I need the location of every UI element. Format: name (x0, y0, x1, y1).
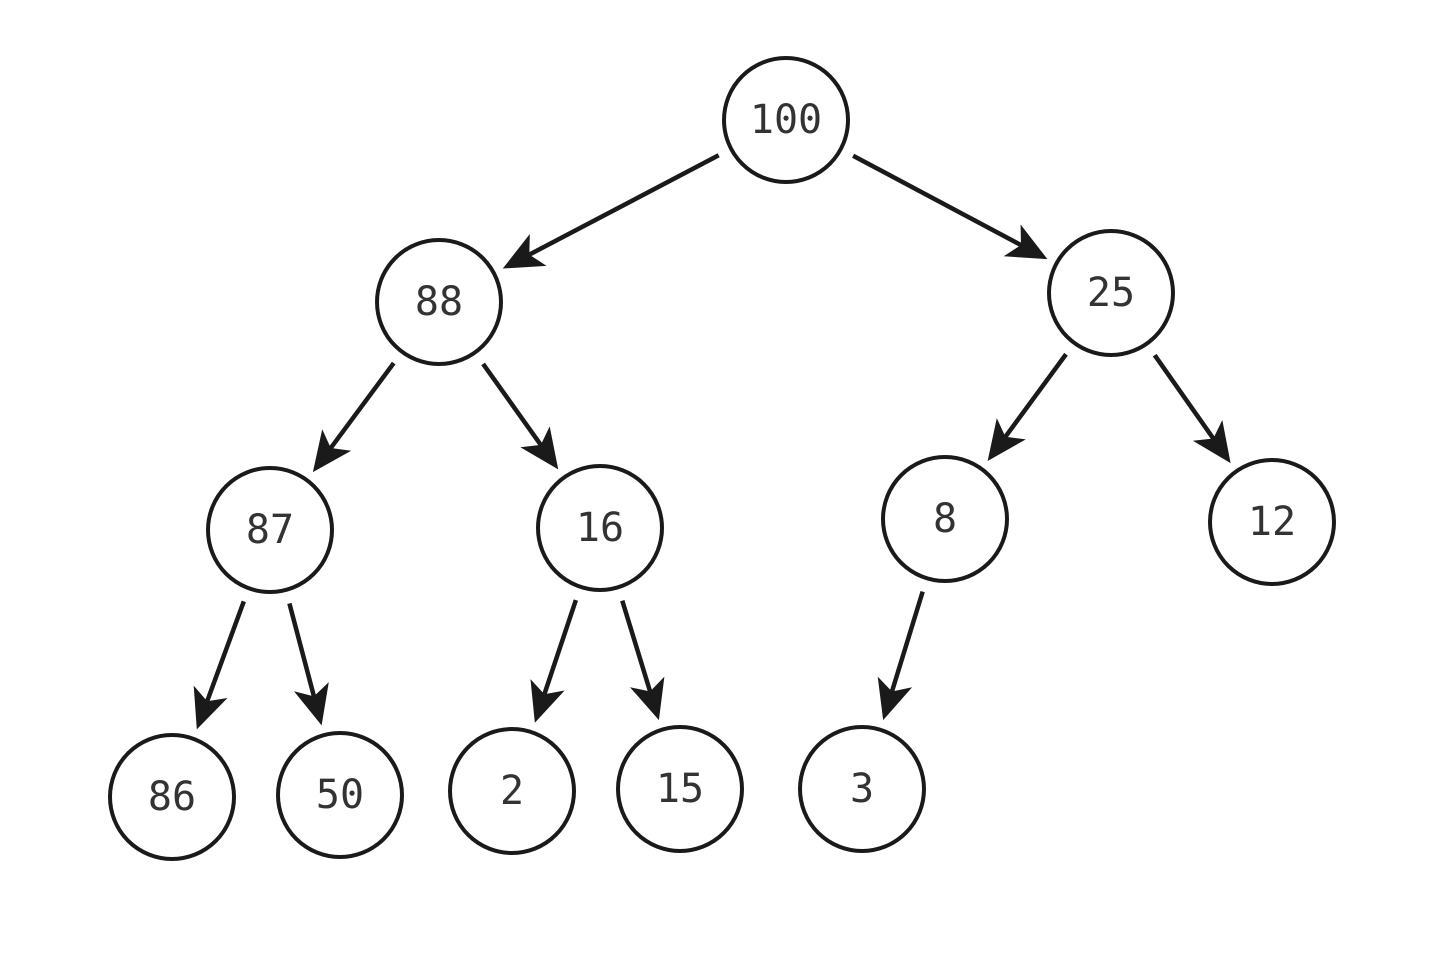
edge-arrow-100-to-88 (502, 153, 720, 269)
edge-arrow-87-to-50 (287, 602, 329, 726)
edge-arrow-87-to-86 (193, 600, 246, 730)
arrowhead-icon (1192, 420, 1231, 464)
node-label: 3 (850, 766, 874, 812)
edge-arrow-88-to-87 (312, 361, 396, 473)
edge-arrow-25-to-12 (1152, 353, 1231, 464)
tree-node-8: 8 (881, 455, 1009, 583)
arrowhead-icon (293, 682, 329, 726)
tree-node-2: 2 (448, 727, 576, 855)
arrowhead-icon (312, 429, 352, 473)
edge-line (481, 362, 543, 447)
node-circle (1047, 229, 1175, 357)
edge-line (1003, 352, 1068, 439)
edge-line (205, 600, 246, 703)
edge-arrow-25-to-8 (987, 352, 1068, 461)
node-circle (881, 455, 1009, 583)
tree-node-16: 16 (536, 464, 664, 592)
arrowhead-icon (877, 676, 913, 721)
tree-node-86: 86 (108, 733, 236, 861)
node-circle (206, 466, 334, 594)
node-circle (108, 733, 236, 861)
node-circle (536, 464, 664, 592)
edge-arrow-16-to-2 (530, 599, 579, 723)
tree-node-88: 88 (375, 238, 503, 366)
tree-nodes: 100 88 25 87 16 8 12 86 50 2 15 3 (108, 56, 1336, 861)
edge-line (852, 153, 1023, 248)
edge-arrow-88-to-16 (481, 362, 559, 470)
arrowhead-icon (629, 676, 665, 721)
node-label: 15 (656, 766, 704, 812)
node-label: 86 (148, 774, 196, 820)
node-circle (616, 725, 744, 853)
node-circle (722, 56, 850, 184)
node-label: 100 (750, 97, 822, 143)
node-label: 50 (316, 772, 364, 818)
edge-line (1152, 353, 1216, 440)
node-circle (798, 725, 926, 853)
node-label: 2 (500, 768, 524, 814)
edge-arrow-100-to-25 (852, 153, 1048, 260)
tree-node-25: 25 (1047, 229, 1175, 357)
tree-edges (193, 153, 1231, 730)
node-label: 16 (576, 505, 624, 551)
node-label: 25 (1087, 270, 1135, 316)
node-label: 88 (415, 279, 463, 325)
tree-node-100: 100 (722, 56, 850, 184)
arrowhead-icon (1003, 224, 1048, 260)
node-circle (1208, 458, 1336, 586)
node-label: 8 (933, 496, 957, 542)
edge-line (528, 153, 720, 257)
tree-node-12: 12 (1208, 458, 1336, 586)
arrowhead-icon (987, 418, 1026, 461)
edge-line (889, 590, 925, 693)
edge-line (287, 602, 317, 697)
edge-line (542, 599, 579, 695)
tree-node-50: 50 (276, 731, 404, 859)
arrowhead-icon (502, 234, 547, 269)
tree-node-3: 3 (798, 725, 926, 853)
tree-node-87: 87 (206, 466, 334, 594)
node-label: 87 (246, 507, 294, 553)
edge-line (620, 600, 653, 693)
arrowhead-icon (193, 685, 228, 730)
arrowhead-icon (520, 426, 559, 470)
node-circle (375, 238, 503, 366)
tree-node-15: 15 (616, 725, 744, 853)
edge-arrow-16-to-15 (620, 600, 665, 721)
edge-line (328, 361, 396, 450)
node-label: 12 (1248, 499, 1296, 545)
node-circle (276, 731, 404, 859)
edge-arrow-8-to-3 (877, 590, 925, 721)
arrowhead-icon (530, 679, 565, 723)
node-circle (448, 727, 576, 855)
